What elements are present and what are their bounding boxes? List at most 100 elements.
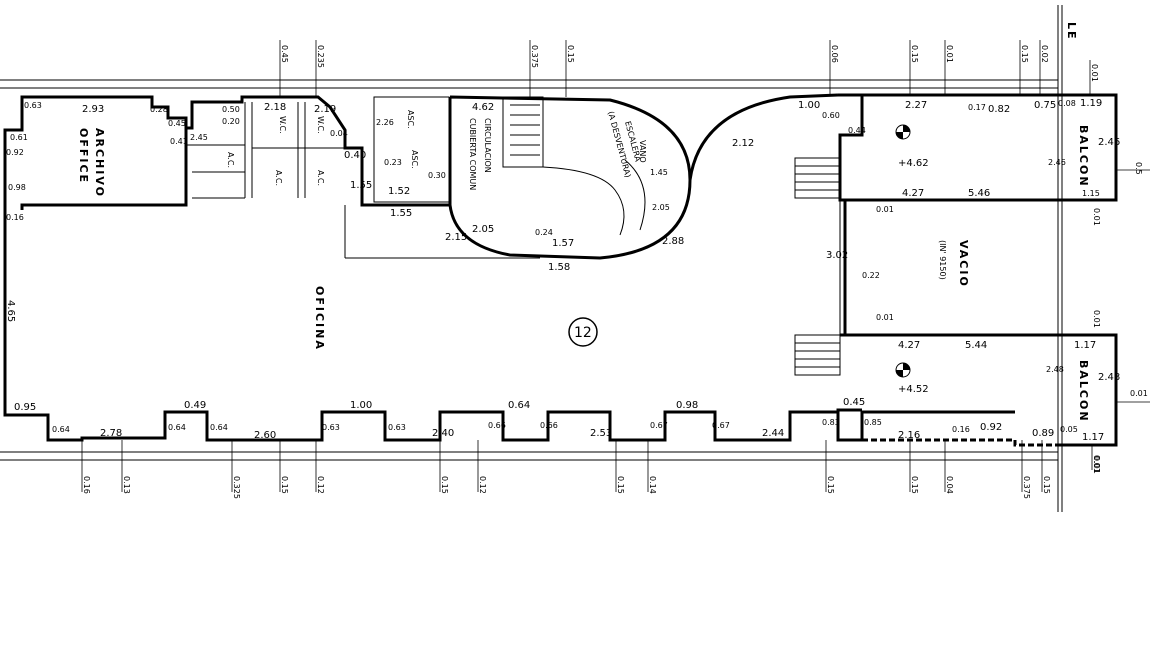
- dim-top-100: 1.00: [798, 100, 820, 111]
- bottom-tick-1: 0.13: [122, 476, 131, 494]
- dim-of-064b: 0.64: [168, 423, 186, 432]
- dim-top-017: 0.17: [968, 103, 986, 112]
- dim-of-063b: 0.63: [388, 423, 406, 432]
- dim-stair-d5: 0.24: [535, 228, 553, 237]
- dim-archivo-w: 2.93: [82, 104, 104, 115]
- bottom-tick-7: 0.15: [616, 476, 625, 494]
- level-lower: +4.52: [898, 384, 929, 395]
- level-upper: +4.62: [898, 158, 929, 169]
- dim-of-253: 2.53: [590, 428, 612, 439]
- dim-of-049: 0.49: [184, 400, 206, 411]
- room-vano: VANO: [638, 140, 647, 163]
- top-tick-3: 0.15: [566, 45, 575, 63]
- dim-bot-216: 2.16: [898, 430, 920, 441]
- room-oficina: OFICINA: [313, 286, 326, 351]
- right-tick-0: 0.5: [1134, 162, 1143, 175]
- dim-archivo-d4: 0.41: [170, 137, 188, 146]
- dim-bot-248: 2.48: [1098, 372, 1120, 383]
- dim-stair-d8: 2.88: [662, 236, 684, 247]
- unit-number: 12: [574, 325, 592, 341]
- dim-archivo-d8: 0.16: [6, 213, 24, 222]
- dim-top-119: 1.19: [1080, 98, 1102, 109]
- dim-asc-d3: 0.30: [428, 171, 446, 180]
- dim-wc1-w: 2.18: [264, 102, 286, 113]
- dim-ac-small3: 0.50: [222, 105, 240, 114]
- dim-v155a: 1.55: [350, 180, 372, 191]
- dim-ac-small1: 2.45: [190, 133, 208, 142]
- dim-bot-092: 0.92: [980, 422, 1002, 433]
- room-vacio: VACIO: [957, 240, 970, 288]
- dim-h155: 1.55: [390, 208, 412, 219]
- right-tick-1: 0.01: [1092, 208, 1101, 226]
- bottom-tick-8: 0.14: [648, 476, 657, 494]
- top-tick-0: 0.45: [280, 45, 289, 63]
- bottom-tick-12: 0.375: [1022, 476, 1031, 499]
- right-ticks: 0.5 0.01 0.01 0.01 0.01: [1092, 162, 1150, 474]
- room-ac3: A.C.: [316, 170, 325, 186]
- room-asc2: ASC.: [410, 150, 419, 169]
- top-tick-8: 0.02: [1040, 45, 1049, 63]
- dim-top-227: 2.27: [905, 100, 927, 111]
- dim-bot-083: 0.83: [822, 418, 840, 427]
- dim-top-044: 0.44: [848, 126, 866, 135]
- dim-archivo-d3: 0.45: [168, 119, 186, 128]
- dim-of-064a: 0.64: [52, 425, 70, 434]
- dim-bot-045: 0.45: [843, 397, 865, 408]
- bottom-tick-0: 0.16: [82, 476, 91, 494]
- dim-of-465: 4.65: [5, 300, 16, 322]
- dim-top-115: 1.15: [1082, 189, 1100, 198]
- right-tick-4: 0.01: [1092, 456, 1101, 474]
- right-tick-2: 0.01: [1092, 310, 1101, 328]
- dim-top-246b: 2.46: [1048, 158, 1066, 167]
- level-marker-upper: [895, 124, 911, 140]
- bottom-tick-3: 0.15: [280, 476, 289, 494]
- dim-of-066a: 0.66: [488, 421, 506, 430]
- dim-stair-d7: 2.05: [652, 203, 670, 212]
- bottom-tick-11: 0.04: [945, 476, 954, 494]
- right-tick-3: 0.01: [1130, 389, 1148, 398]
- dim-of-064d: 0.64: [508, 400, 530, 411]
- dim-stair-d4: 1.58: [548, 262, 570, 273]
- dim-archivo-d7: 0.98: [8, 183, 26, 192]
- dim-archivo-d5: 0.61: [10, 133, 28, 142]
- dim-bot-089: 0.89: [1032, 428, 1054, 439]
- dim-top-246: 2.46: [1098, 137, 1120, 148]
- dim-wc2-d: 0.04: [330, 129, 348, 138]
- dim-of-067b: 0.67: [712, 421, 730, 430]
- bottom-tick-14: 0.01: [1092, 455, 1101, 473]
- dim-bot-427: 4.27: [898, 340, 920, 351]
- room-circulacion: CIRCULACION: [483, 118, 492, 173]
- room-office: OFFICE: [77, 128, 90, 184]
- dim-of-064c: 0.64: [210, 423, 228, 432]
- dim-archivo-d1: 0.63: [24, 101, 42, 110]
- dim-circ-w: 4.62: [472, 102, 494, 113]
- top-ticks: 0.45 0.235 0.375 0.15 0.06 0.15 0.01 0.1…: [279, 40, 1099, 97]
- room-balcon-bottom: BALCON: [1077, 360, 1090, 423]
- bottom-tick-2: 0.325: [232, 476, 241, 499]
- dim-of-278: 2.78: [100, 428, 122, 439]
- room-wc2: W.C.: [316, 116, 325, 134]
- room-vacio-sub: (IN' 9150): [938, 240, 947, 280]
- dim-archivo-d6: 0.92: [6, 148, 24, 157]
- dim-of-063a: 0.63: [322, 423, 340, 432]
- dim-curve-d: 2.12: [732, 138, 754, 149]
- dim-bot-016: 0.16: [952, 425, 970, 434]
- dim-top-546: 5.46: [968, 188, 990, 199]
- bottom-tick-10: 0.15: [910, 476, 919, 494]
- top-tick-1: 0.235: [316, 45, 325, 68]
- dim-top-075: 0.75: [1034, 100, 1056, 111]
- dim-bot-117b: 1.17: [1082, 432, 1104, 443]
- top-tick-7: 0.15: [1020, 45, 1029, 63]
- small-stairs: [794, 157, 841, 376]
- bottom-tick-13: 0.15: [1042, 476, 1051, 494]
- dim-asc-d1: 2.26: [376, 118, 394, 127]
- dim-of-260: 2.60: [254, 430, 276, 441]
- dim-of-098: 0.98: [676, 400, 698, 411]
- dim-of-240: 2.40: [432, 428, 454, 439]
- dim-stair-d2: 2.15: [445, 232, 467, 243]
- top-tick-2: 0.375: [530, 45, 539, 68]
- dim-ac-small2: 0.20: [222, 117, 240, 126]
- room-balcon-top: BALCON: [1077, 125, 1090, 188]
- dim-bot-544: 5.44: [965, 340, 987, 351]
